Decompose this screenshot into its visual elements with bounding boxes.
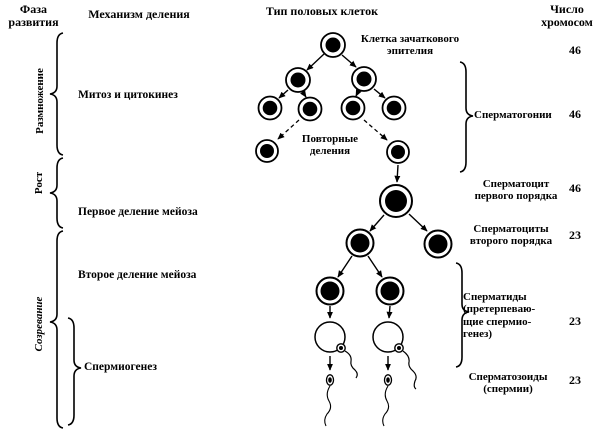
phase-label-maturation: Созревание bbox=[33, 296, 45, 352]
mechanism-column-header: Механизм деления bbox=[88, 7, 190, 21]
spermiogenesis-cells bbox=[314, 321, 417, 390]
chromosome-count-germinal: 46 bbox=[569, 43, 581, 57]
cell-type-column-header: Тип половых клеток bbox=[265, 4, 379, 18]
chromosome-count-spermatogonia: 46 bbox=[569, 107, 581, 121]
chromosome-count-spermatozoa: 23 bbox=[569, 373, 581, 387]
phase-column-header: Фаза развития bbox=[8, 2, 59, 30]
division-arrows bbox=[278, 53, 428, 371]
spermatid-cells bbox=[315, 276, 405, 306]
stage-label-spermatids: Сперматиды (претерпеваю- щие спермио- ге… bbox=[463, 291, 536, 340]
spermatogonium-cells bbox=[255, 66, 410, 164]
spermatozoon-cells bbox=[324, 374, 393, 427]
repeated-divisions-label: Повторные деления bbox=[301, 133, 359, 158]
stage-label-spermatogonia: Сперматогонии bbox=[474, 109, 552, 121]
chromosome-count-spermatids: 23 bbox=[569, 314, 581, 328]
repeated-division-arrows bbox=[277, 119, 388, 141]
brace-reproduction bbox=[49, 32, 64, 156]
mechanism-meiosis-2: Второе деление мейоза bbox=[78, 269, 197, 281]
mechanism-spermiogenesis: Спермиогенез bbox=[84, 361, 157, 373]
phase-label-reproduction: Размножение bbox=[34, 68, 46, 134]
chromosome-count-primary: 46 bbox=[569, 181, 581, 195]
stage-label-primary-spermatocyte: Сперматоцит первого порядка bbox=[474, 178, 558, 203]
mechanism-meiosis-1: Первое деление мейоза bbox=[78, 206, 198, 218]
brace-spermatids bbox=[455, 262, 470, 368]
stage-label-spermatozoa: Сперматозоиды (спермии) bbox=[468, 371, 548, 396]
germinal-cell-label: Клетка зачаткового эпителия bbox=[360, 33, 460, 58]
stage-label-secondary-spermatocytes: Сперматоциты второго порядка bbox=[469, 223, 553, 248]
secondary-spermatocyte-cells bbox=[345, 228, 453, 259]
phase-label-growth: Рост bbox=[33, 171, 45, 195]
brace-maturation bbox=[49, 230, 64, 429]
brace-growth bbox=[49, 157, 64, 229]
chromosomes-column-header: Число хромосом bbox=[541, 2, 593, 30]
germinal-epithelium-cell bbox=[320, 32, 346, 58]
chromosome-count-secondary: 23 bbox=[569, 228, 581, 242]
mechanism-mitosis: Митоз и цитокинез bbox=[78, 89, 178, 101]
brace-spermatogonia bbox=[459, 61, 474, 173]
primary-spermatocyte-cell bbox=[379, 184, 413, 218]
brace-spermiogenesis bbox=[67, 317, 82, 426]
